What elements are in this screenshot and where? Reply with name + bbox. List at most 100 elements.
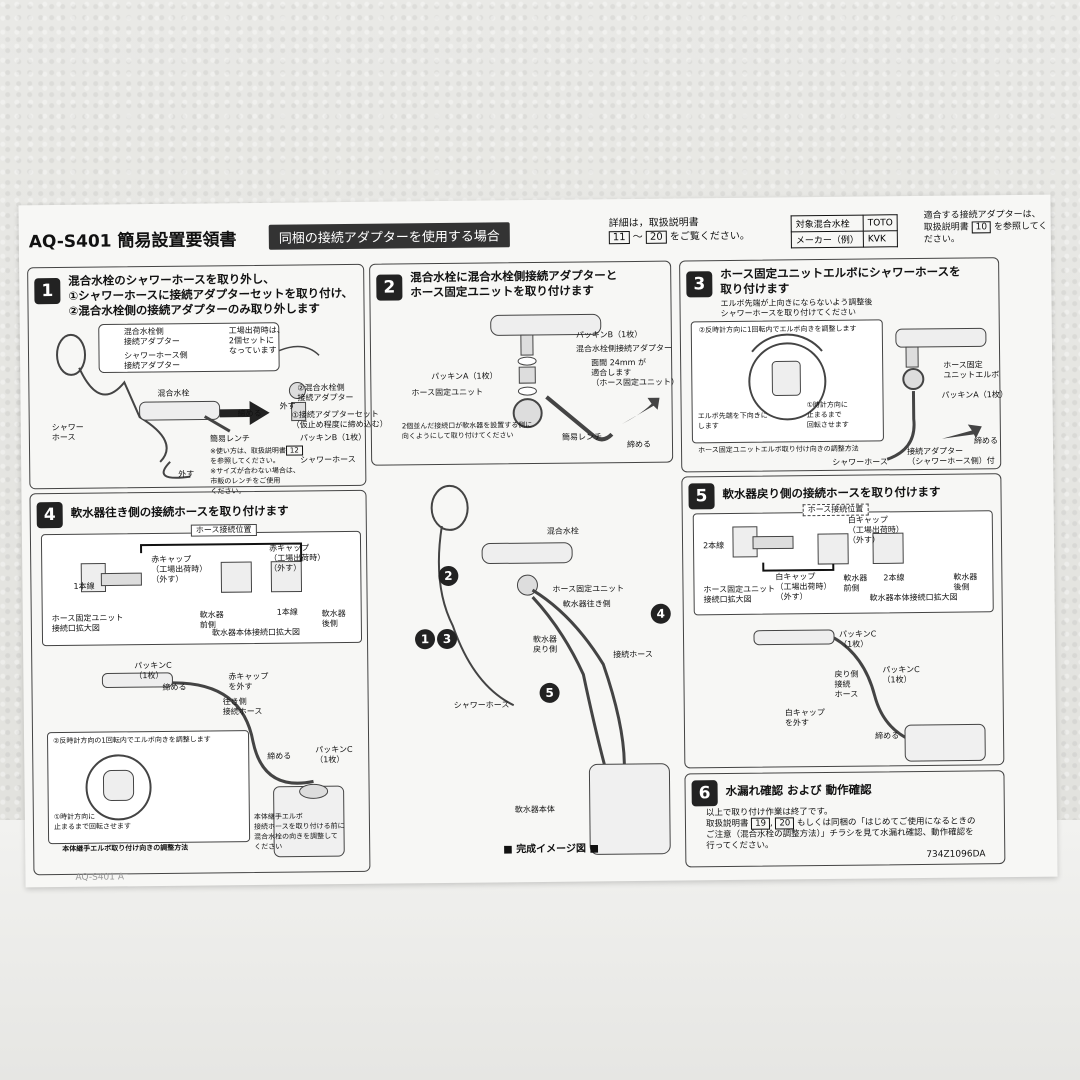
step5-title: 軟水器戻り側の接続ホースを取り付けます <box>722 484 941 502</box>
step2-lbl-note: 2個並んだ接続口が軟水器を設置する側に 向くようにして取り付けてください <box>401 421 533 441</box>
step3-illustration <box>886 327 987 461</box>
step2-number: 2 <box>376 274 403 301</box>
step3-lbl-packing-a: パッキンA（1枚） <box>941 390 1008 400</box>
detail-note: 詳細は，取扱説明書 11 ～ 20 をご覧ください。 <box>609 216 750 245</box>
step3-lbl-inner: ②反時計方向に1回転内でエルボ向きを調整します <box>698 324 857 335</box>
step4-lbl-tighten: 締める <box>162 682 187 692</box>
step5-lbl-tighten: 締める <box>875 731 900 741</box>
step6-ref2: 20 <box>775 817 795 830</box>
center-lbl-faucet: 混合水栓 <box>546 526 579 536</box>
footer-code: AQ-S401 A <box>75 872 125 883</box>
step5-lbl-packing-c2: パッキンC （1枚） <box>882 665 920 685</box>
step4-lbl-hose: 往き側 接続ホース <box>222 697 263 717</box>
step6-line2-text: 取扱説明書 <box>705 818 749 830</box>
step4-lbl-sub-cw: ①時計方向に 止まるまで回転させます <box>53 812 132 832</box>
step1-lbl-faucet: 混合水栓 <box>157 388 190 398</box>
step3-lbl-shower: シャワーホース <box>832 457 888 467</box>
step3-number: 3 <box>686 271 713 298</box>
center-lbl-return: 軟水器 戻り側 <box>532 634 558 655</box>
step6-title: 水漏れ確認 および 動作確認 <box>725 782 872 799</box>
center-lbl-out: 軟水器往き側 <box>562 599 611 609</box>
step6-ref1: 19 <box>751 817 771 830</box>
spec-label2: メーカー（例） <box>791 231 864 248</box>
step5-lbl-front: 軟水器 前側 <box>843 573 868 593</box>
model-title: AQ-S401 簡易設置要領書 <box>28 230 237 253</box>
detail-line1: 詳細は，取扱説明書 <box>608 217 699 230</box>
step1-lbl-tighten: 締める <box>237 408 262 419</box>
document-code: 734Z1096DA <box>926 849 986 860</box>
step4-lbl-red-remove: 赤キャップ を外す <box>228 671 269 692</box>
step5-lbl-unit-zoom: ホース固定ユニット 接続口拡大図 <box>703 584 776 605</box>
step5-number: 5 <box>688 483 715 510</box>
step4-lbl-tighten2: 締める <box>267 751 292 761</box>
center-badge-3: 3 <box>436 628 458 650</box>
detail-ref2: 20 <box>645 230 667 244</box>
step5-zoom-illustration <box>732 526 904 572</box>
step2-title: 混合水栓に混合水栓側接続アダプターと ホース固定ユニットを取り付けます <box>410 268 617 300</box>
step4-lbl-line1b: 1本線 <box>276 607 298 617</box>
step1-lbl-packing-b: パッキンB（1枚） <box>299 432 367 443</box>
step2-lbl-wrench: 簡易レンチ <box>561 432 602 442</box>
step3-panel: 3 ホース固定ユニットエルボにシャワーホースを 取り付けます エルボ先端が上向き… <box>679 257 1008 473</box>
center-lbl-hose: 接続ホース <box>613 649 653 660</box>
step4-panel: 4 軟水器往き側の接続ホースを取り付けます ホース接続位置 赤キャップ （工場出… <box>29 489 371 876</box>
step4-number: 4 <box>36 501 63 529</box>
center-badge-1: 1 <box>414 629 436 650</box>
step1-lbl-wrench: 簡易レンチ <box>209 434 250 444</box>
step2-title-l2: ホース固定ユニットを取り付けます <box>410 283 594 300</box>
step1-title: 混合水栓のシャワーホースを取り外し、 ①シャワーホースに接続アダプターセットを取… <box>68 271 353 319</box>
step5-lbl-white2: 白キャップ （工場出荷時） （外す） <box>775 572 832 602</box>
detail-ref1: 11 <box>608 231 630 245</box>
center-lbl-shower: シャワーホース <box>453 700 510 710</box>
step1-lbl-shower-hose: シャワー ホース <box>51 422 84 443</box>
step2-lbl-tighten: 締める <box>626 439 652 450</box>
step3-lbl-method: ホース固定ユニットエルボ取り付け向きの調整方法 <box>698 444 859 455</box>
step5-lbl-line2b: 2本線 <box>883 573 905 583</box>
center-badge-5: 5 <box>539 682 560 703</box>
step1-lbl-remove2: 外す <box>178 469 195 479</box>
step4-lbl-sub-title: ②反時計方向の1回転内でエルボ向きを調整します <box>53 735 211 746</box>
step5-lbl-line2: 2本線 <box>703 541 725 551</box>
step4-lbl-rear: 軟水器 後側 <box>321 609 346 629</box>
step4-illustration <box>101 672 345 858</box>
step1-title-l3: ②混合水栓側の接続アダプターのみ取り外します <box>68 301 320 318</box>
step2-lbl-packing-a: パッキンA（1枚） <box>431 371 498 382</box>
step1-wrench-note-text: ※使い方は、取扱説明書 <box>210 446 286 456</box>
step5-lbl-return-hose: 戻り側 接続 ホース <box>834 669 859 699</box>
step6-panel: 6 水漏れ確認 および 動作確認 以上で取り付け作業は終了です。 取扱説明書 1… <box>684 770 1006 868</box>
step4-zoom-illustration <box>80 542 303 593</box>
step5-lbl-white-remove: 白キャップ を外す <box>784 708 825 728</box>
step1-number: 1 <box>34 277 61 305</box>
step3-lbl-adapter: 接続アダプター （シャワーホース側）付 <box>907 446 995 467</box>
center-lbl-unit: ホース固定ユニット <box>552 584 625 594</box>
step1-illustration <box>56 322 320 479</box>
spec-label1: 対象混合水栓 <box>791 215 864 232</box>
step4-lbl-unit-zoom: ホース固定ユニット 接続口拡大図 <box>51 613 124 634</box>
step6-number: 6 <box>691 780 718 807</box>
step1-panel: 1 混合水栓のシャワーホースを取り外し、 ①シャワーホースに接続アダプターセット… <box>27 263 388 495</box>
step3-title-l1: ホース固定ユニットエルボにシャワーホースを <box>720 264 961 282</box>
step3-lbl-elbow-down: エルボ先端を下向きに します <box>697 411 768 431</box>
step5-lbl-body-zoom: 軟水器本体接続口拡大図 <box>869 592 958 603</box>
instruction-sheet: AQ-S401 簡易設置要領書 同梱の接続アダプターを使用する場合 詳細は，取扱… <box>18 194 1058 888</box>
step2-lbl-packing-b: パッキンB（1枚） <box>575 329 643 340</box>
step3-sub-box <box>690 319 884 444</box>
step4-lbl-red2: 赤キャップ （工場出荷時） （外す） <box>269 543 326 573</box>
step6-line2-text2: もしくは同梱の「はじめてご使用になるときの <box>796 816 976 829</box>
step5-illustration <box>753 629 986 762</box>
center-lbl-body: 軟水器本体 <box>514 804 555 815</box>
step3-lbl-clockwise: ①時計方向に 止まるまで 回転させます <box>806 400 849 430</box>
step2-lbl-adapter: 混合水栓側接続アダプター <box>575 343 673 354</box>
step4-lbl-packing-c: パッキンC （1枚） <box>134 660 172 681</box>
step1-lbl-adapter: 混合水栓側 接続アダプター <box>123 326 180 347</box>
center-caption: ■ 完成イメージ図 ■ <box>503 843 599 856</box>
adapter-badge: 同梱の接続アダプターを使用する場合 <box>268 222 510 250</box>
step4-lbl-red1: 赤キャップ （工場出荷時） （外す） <box>151 554 208 585</box>
center-badge-2: 2 <box>438 565 459 587</box>
step3-lbl-sub: エルボ先端が上向きにならないよう調整後 シャワーホースを取り付けてください <box>720 297 873 319</box>
spec-val2: KVK <box>863 230 898 248</box>
adapter-note: 適合する接続アダプターは、取扱説明書 10 を参照してください。 <box>924 209 1049 246</box>
step5-lbl-packing-c: パッキンC （1枚） <box>838 629 877 649</box>
step4-lbl-note: 本体継手エルボ 接続ホースを取り付ける前に 混合水栓の向きを調整して ください <box>253 812 345 851</box>
